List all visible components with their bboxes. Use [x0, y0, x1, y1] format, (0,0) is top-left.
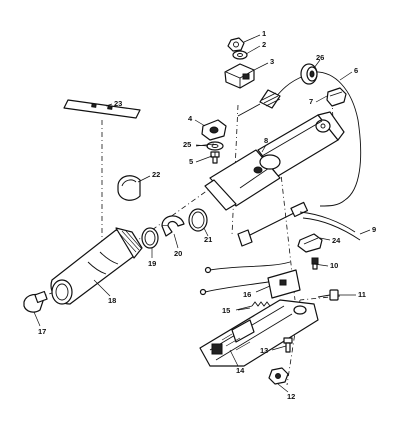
part-cam-4 [201, 119, 227, 141]
callout-24: 24 [332, 236, 341, 245]
part-bolt-11 [317, 289, 339, 301]
part-cable-6 [237, 71, 362, 207]
part-ring-19 [141, 227, 159, 249]
part-washer-2 [232, 50, 248, 60]
part-bracket-3 [224, 63, 255, 89]
callout-14: 14 [236, 366, 245, 375]
callout-21: 21 [204, 235, 212, 244]
part-clip-7 [326, 87, 347, 107]
part-housing-14 [199, 299, 319, 367]
part-harness-9 [237, 201, 361, 247]
callout-3: 3 [270, 57, 274, 66]
part-ring-21 [188, 208, 208, 232]
callout-5: 5 [189, 157, 193, 166]
part-grommet-26 [300, 63, 318, 85]
part-plate-23 [63, 99, 141, 119]
part-switch-16 [267, 269, 301, 299]
part-washer-25 [206, 141, 224, 151]
callout-18: 18 [108, 296, 116, 305]
callout-20: 20 [174, 249, 182, 258]
callout-26: 26 [316, 53, 324, 62]
callout-7: 7 [309, 97, 313, 106]
part-collar-22 [117, 175, 141, 201]
part-screw-5 [210, 151, 220, 164]
part-screw-10 [311, 257, 319, 270]
part-shroud-18 [50, 227, 143, 305]
callout-13: 13 [260, 346, 268, 355]
part-spring-15 [235, 301, 271, 311]
callout-9: 9 [372, 225, 376, 234]
leader-lines [33, 34, 371, 393]
callout-23: 23 [114, 99, 122, 108]
part-ring-20 [161, 215, 185, 237]
callout-8: 8 [264, 136, 268, 145]
callout-25: 25 [183, 140, 191, 149]
callout-19: 19 [148, 259, 156, 268]
part-connector-24 [297, 233, 323, 253]
part-nut-12 [268, 367, 289, 385]
callout-4: 4 [188, 114, 193, 123]
part-bulb-17 [23, 290, 48, 313]
part-tube-8 [204, 111, 345, 211]
callout-12: 12 [287, 392, 295, 401]
part-nut-1 [227, 37, 245, 52]
callout-15: 15 [222, 306, 230, 315]
callout-1: 1 [262, 29, 266, 38]
callout-6: 6 [354, 66, 358, 75]
callout-17: 17 [38, 327, 46, 336]
callout-10: 10 [330, 261, 338, 270]
callout-labels: 1 2 3 26 6 7 4 25 5 8 23 22 9 24 21 20 1… [38, 29, 376, 401]
callout-2: 2 [262, 40, 266, 49]
callout-11: 11 [358, 290, 366, 299]
callout-22: 22 [152, 170, 160, 179]
callout-16: 16 [243, 290, 251, 299]
part-screw-13 [283, 337, 293, 353]
